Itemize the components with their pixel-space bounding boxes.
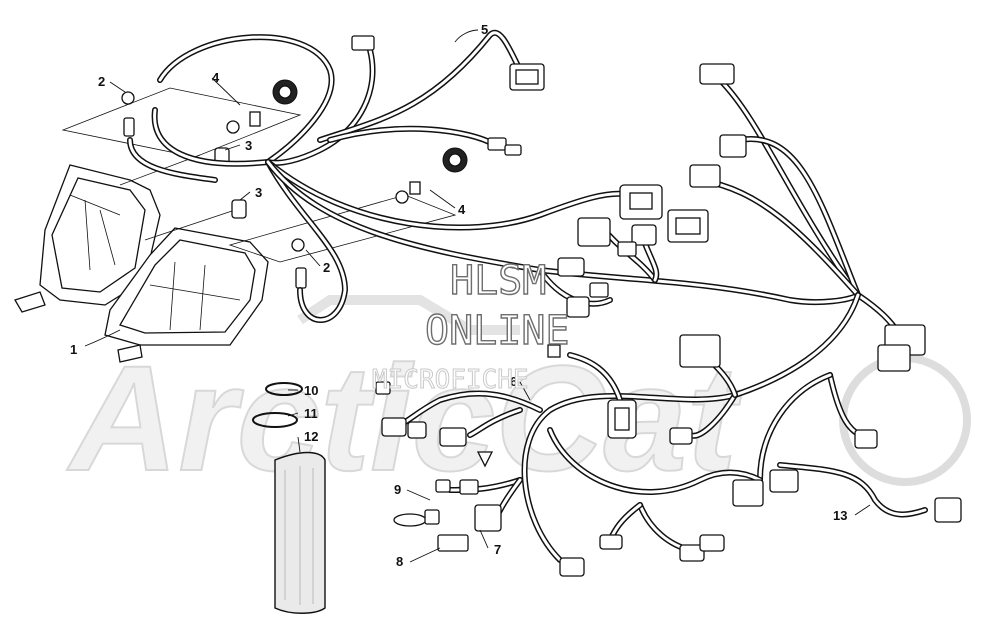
callout-5: 5 <box>481 22 488 37</box>
callout-11: 11 <box>304 406 318 421</box>
exploded-guide-lower <box>228 194 457 263</box>
callout-3-upper: 3 <box>245 138 252 153</box>
background-castle <box>297 295 520 335</box>
callouts: 1 2 2 3 3 4 4 5 6 7 8 9 10 11 12 13 <box>70 22 847 569</box>
bulb-socket-lower <box>231 147 468 289</box>
callout-1: 1 <box>70 342 77 357</box>
sleeve-part-12 <box>274 451 326 614</box>
background-wheel <box>839 354 971 486</box>
callout-13: 13 <box>833 508 847 523</box>
callout-6: 6 <box>510 374 517 389</box>
headlight-left <box>14 164 161 313</box>
callout-2-upper: 2 <box>98 74 105 89</box>
callout-8: 8 <box>396 554 403 569</box>
watermark-line-3: MICROFICHE <box>372 365 529 395</box>
callout-9: 9 <box>394 482 401 497</box>
callout-2-lower: 2 <box>323 260 330 275</box>
clamp-part-11 <box>252 412 298 428</box>
connectors <box>351 35 962 577</box>
callout-10: 10 <box>304 383 318 398</box>
exploded-guide-upper <box>61 87 302 158</box>
callout-4-lower: 4 <box>458 202 466 217</box>
callout-12: 12 <box>304 429 318 444</box>
leader-lines <box>84 29 871 563</box>
watermark-line-1: HLSM <box>450 258 546 304</box>
watermark-line-2: ONLINE <box>425 308 570 354</box>
headlight-right <box>104 227 269 363</box>
callout-3-lower: 3 <box>255 185 262 200</box>
watermark: HLSM ONLINE MICROFICHE <box>372 257 571 395</box>
callout-4-upper: 4 <box>212 70 220 85</box>
callout-7: 7 <box>494 542 501 557</box>
ring-part-10 <box>265 382 303 396</box>
bulb-socket-upper <box>121 79 298 165</box>
